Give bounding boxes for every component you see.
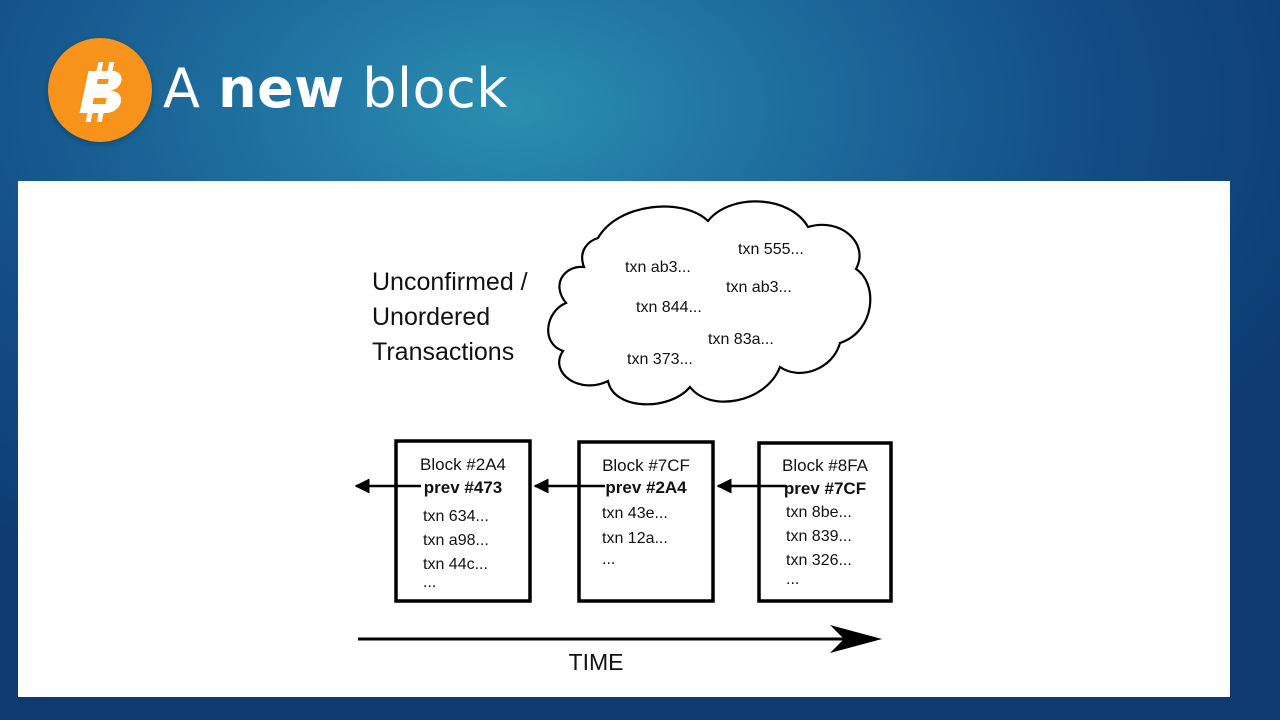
block-txn: ...	[786, 571, 799, 588]
pool-label-line-2: Unordered	[372, 303, 490, 331]
pool-txn: txn 555...	[738, 241, 804, 258]
diagram-panel: Unconfirmed / Unordered Transactions txn…	[18, 181, 1230, 697]
block-8fa: Block #8FA prev #7CF txn 8be... txn 839.…	[757, 441, 893, 603]
slide-title: A new block	[163, 54, 508, 124]
pool-label-line-1: Unconfirmed /	[372, 268, 528, 296]
block-txn: txn 839...	[786, 528, 852, 545]
title-word-block: block	[362, 57, 509, 120]
title-word-a: A	[163, 57, 201, 120]
block-2a4: Block #2A4 prev #473 txn 634... txn a98.…	[394, 439, 532, 603]
block-prev-hash: prev #7CF	[784, 479, 866, 498]
pool-txn: txn 373...	[627, 351, 693, 368]
bitcoin-logo	[48, 38, 152, 142]
block-txn: txn a98...	[423, 532, 489, 549]
block-txn: txn 8be...	[786, 504, 852, 521]
pool-txn: txn 83a...	[708, 331, 774, 348]
blockchain-diagram: Unconfirmed / Unordered Transactions txn…	[354, 200, 893, 675]
bitcoin-icon	[79, 62, 122, 122]
block-prev-hash: prev #473	[424, 478, 502, 497]
block-txn: txn 326...	[786, 552, 852, 569]
pool-txn: txn ab3...	[625, 259, 691, 276]
block-frame	[577, 440, 715, 603]
block-frame	[394, 439, 532, 603]
block-txn: txn 634...	[423, 508, 489, 525]
pool-txn: txn ab3...	[726, 279, 792, 296]
block-title: Block #7CF	[602, 456, 690, 475]
block-txn: txn 44c...	[423, 556, 488, 573]
block-txn: ...	[602, 551, 615, 568]
block-7cf: Block #7CF prev #2A4 txn 43e... txn 12a.…	[577, 440, 715, 603]
block-txn: txn 12a...	[602, 530, 668, 547]
block-title: Block #2A4	[420, 455, 506, 474]
transaction-pool-cloud	[547, 200, 872, 406]
pool-txn: txn 844...	[636, 299, 702, 316]
title-word-new: new	[218, 57, 345, 120]
time-arrow-head	[830, 625, 882, 653]
time-label: TIME	[569, 649, 624, 675]
pool-label-line-3: Transactions	[372, 338, 514, 366]
block-frame	[757, 441, 893, 603]
block-title: Block #8FA	[782, 456, 869, 475]
block-txn: ...	[423, 574, 436, 591]
block-prev-hash: prev #2A4	[605, 478, 687, 497]
block-txn: txn 43e...	[602, 505, 668, 522]
